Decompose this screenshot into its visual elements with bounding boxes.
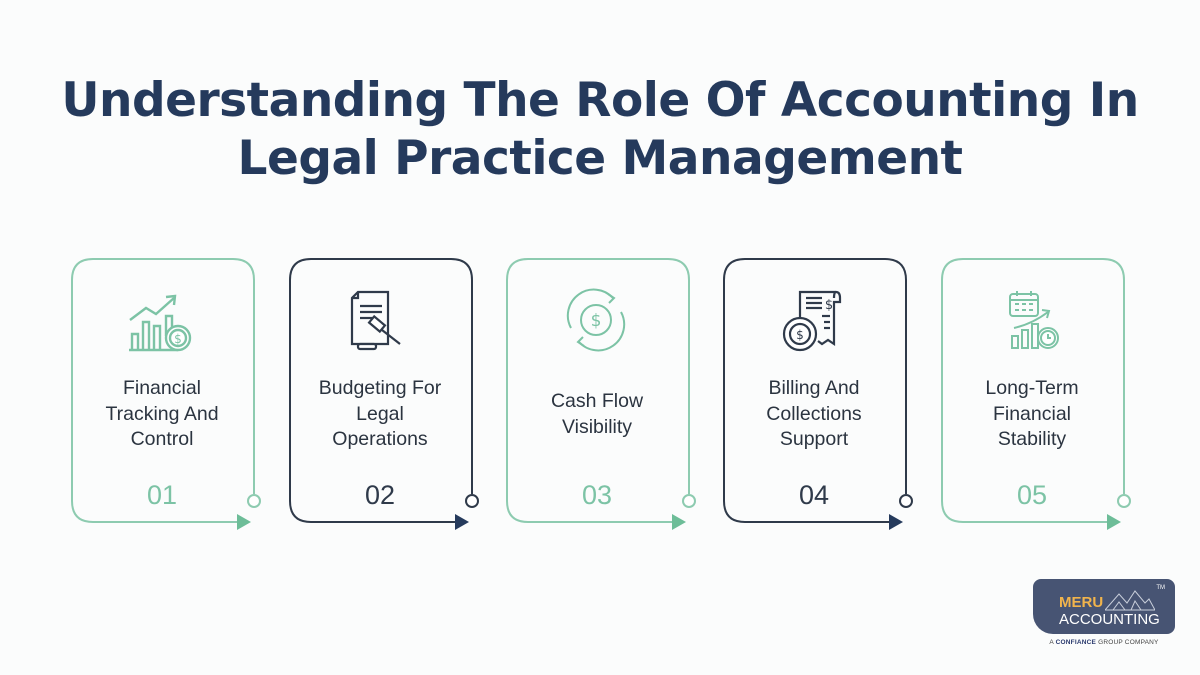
legal-document-gavel-icon: [350, 290, 401, 351]
svg-text:$: $: [174, 332, 182, 346]
logo-brand-top: MERU: [1059, 594, 1104, 611]
calendar-growth-clock-icon: [1009, 291, 1059, 349]
svg-text:$: $: [825, 298, 833, 313]
card-frame: [71, 258, 261, 530]
card-frame: [941, 258, 1131, 530]
card-frame: [723, 258, 913, 530]
svg-text:$: $: [591, 311, 602, 331]
card-frame: [506, 258, 696, 530]
bar-chart-dollar-icon: $: [129, 294, 192, 352]
logo-trademark: TM: [1156, 585, 1165, 591]
card-number: 02: [364, 480, 396, 510]
card-number: 05: [1016, 480, 1048, 510]
meru-accounting-logo: MERU TM ACCOUNTING: [1033, 579, 1175, 634]
invoice-coin-icon: $ $: [782, 290, 842, 352]
card-number: 04: [798, 480, 830, 510]
title-line-1: Understanding The Role Of Accounting In: [61, 73, 1139, 128]
card-frame: [289, 258, 479, 530]
logo-brand-bottom: ACCOUNTING: [1059, 611, 1160, 628]
title-line-2: Legal Practice Management: [237, 131, 964, 186]
dollar-cycle-icon: $: [566, 288, 626, 352]
card-number: 03: [581, 480, 613, 510]
mountain-icon: [1105, 590, 1155, 611]
svg-text:$: $: [796, 328, 804, 342]
card-number: 01: [146, 480, 178, 510]
page-title: Understanding The Role Of Accounting In …: [0, 72, 1200, 188]
logo-tagline: A CONFIANCE GROUP COMPANY: [1049, 639, 1159, 646]
